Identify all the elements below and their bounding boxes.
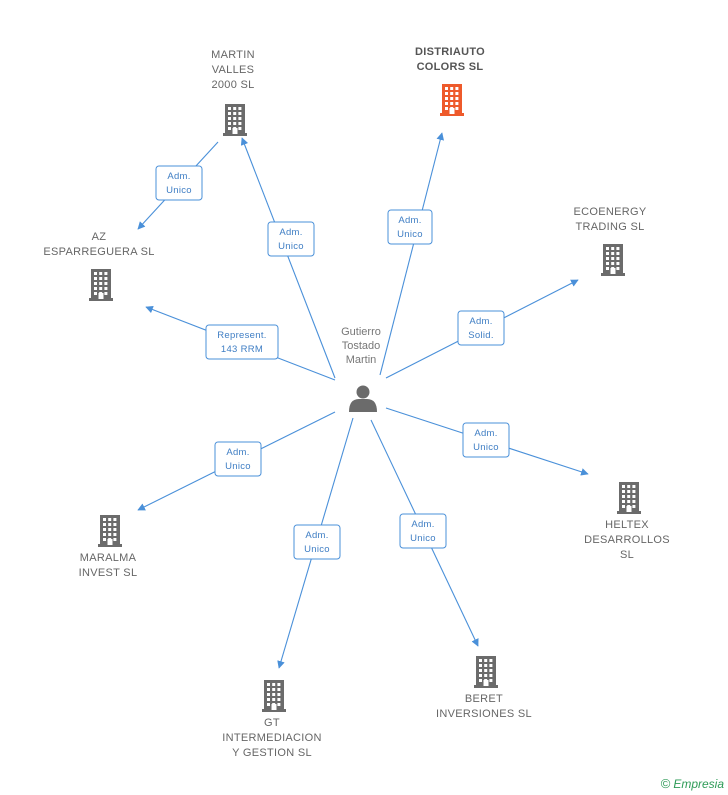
edge-martin-valles: Adm. Unico: [240, 137, 336, 379]
edge-line: [240, 137, 336, 379]
edge-az-esparreguera: Adm. Unico: [137, 141, 219, 230]
edges-layer: Adm.UnicoAdm.UnicoAdm.Solid.Represent.14…: [137, 132, 589, 669]
edge-label-text: Adm.: [398, 215, 421, 226]
copyright-icon: ©: [660, 776, 671, 791]
edge-label[interactable]: Adm. Unico: [155, 165, 203, 201]
edge-label-box: [387, 209, 433, 245]
edge-label-box: [155, 165, 203, 201]
edge-label-text: Unico: [278, 241, 304, 252]
company-name: AZ: [92, 231, 107, 243]
edge-label-text: Unico: [166, 185, 192, 196]
person-name: Tostado: [342, 340, 381, 352]
company-name: DESARROLLOS: [584, 534, 670, 546]
person-name: Martin: [346, 354, 377, 366]
edge-label[interactable]: Adm. Unico: [214, 441, 262, 477]
copyright-footer: ©Empresia: [661, 776, 724, 791]
edge-az-esparreguera: Represent. 143 RRM: [145, 305, 336, 381]
edge-label-box: [267, 221, 315, 257]
company-name: MARTIN: [211, 49, 255, 61]
edge-label-text: Adm.: [279, 227, 302, 238]
node-company-ecoenergy[interactable]: ECOENERGY TRADING SL: [574, 206, 647, 276]
building-icon: [601, 244, 625, 276]
edge-label-text: Adm.: [305, 530, 328, 541]
node-company-az-esparreguera[interactable]: AZ ESPARREGUERA SL: [43, 231, 154, 301]
company-name: SL: [620, 549, 634, 561]
company-name: INVEST SL: [79, 567, 138, 579]
edge-label[interactable]: Adm. Unico: [399, 513, 447, 549]
edge-label-box: [205, 324, 279, 360]
company-name: HELTEX: [605, 519, 649, 531]
brand-logo: Empresia: [673, 777, 724, 791]
edge-ecoenergy: Adm. Solid.: [385, 279, 579, 379]
edge-label-box: [214, 441, 262, 477]
edge-label-text: Adm.: [167, 171, 190, 182]
edge-label[interactable]: Adm. Unico: [462, 422, 510, 458]
edge-label[interactable]: Adm. Unico: [387, 209, 433, 245]
edge-beret: Adm. Unico: [370, 419, 479, 647]
edge-label-text: Adm.: [411, 519, 434, 530]
node-company-martin-valles[interactable]: MARTIN VALLES 2000 SL: [211, 49, 255, 136]
node-company-beret[interactable]: BERET INVERSIONES SL: [436, 656, 532, 720]
edge-label-box: [462, 422, 510, 458]
building-icon: [223, 104, 247, 136]
edge-distriauto: Adm. Unico: [379, 132, 445, 376]
company-name: MARALMA: [80, 552, 137, 564]
company-name: VALLES: [212, 64, 255, 76]
edge-label-text: Unico: [397, 229, 423, 240]
edge-label[interactable]: Represent. 143 RRM: [205, 324, 279, 360]
company-name: DISTRIAUTO: [415, 46, 485, 58]
building-icon: [89, 269, 113, 301]
company-name: BERET: [465, 693, 503, 705]
edge-label-box: [293, 524, 341, 560]
node-company-maralma[interactable]: MARALMA INVEST SL: [79, 515, 138, 579]
company-name: ESPARREGUERA SL: [43, 246, 154, 258]
edge-label-box: [399, 513, 447, 549]
edge-label-text: Adm.: [469, 316, 492, 327]
node-company-heltex[interactable]: HELTEX DESARROLLOS SL: [584, 482, 670, 561]
edge-label[interactable]: Adm. Solid.: [457, 310, 505, 346]
building-icon: [262, 680, 286, 712]
edge-label-text: Represent.: [217, 330, 266, 341]
building-icon: [617, 482, 641, 514]
company-name: INVERSIONES SL: [436, 708, 532, 720]
edge-label-text: Adm.: [474, 428, 497, 439]
company-name: TRADING SL: [575, 221, 644, 233]
node-company-distriauto[interactable]: DISTRIAUTO COLORS SL: [415, 46, 485, 116]
edge-label[interactable]: Adm. Unico: [267, 221, 315, 257]
building-icon: [98, 515, 122, 547]
building-icon: [440, 84, 464, 116]
edge-gt-intermediacion: Adm. Unico: [277, 417, 354, 669]
company-name: ECOENERGY: [574, 206, 647, 218]
edge-label-text: Solid.: [468, 330, 494, 341]
edge-heltex: Adm. Unico: [385, 407, 589, 476]
edge-label[interactable]: Adm. Unico: [293, 524, 341, 560]
edge-label-text: Unico: [304, 544, 330, 555]
edge-label-text: Adm.: [226, 447, 249, 458]
edge-label-text: Unico: [473, 442, 499, 453]
edge-label-text: Unico: [410, 533, 436, 544]
building-icon: [474, 656, 498, 688]
person-name: Gutierro: [341, 326, 381, 338]
edge-line: [379, 132, 445, 376]
edge-label-box: [457, 310, 505, 346]
edge-maralma: Adm. Unico: [137, 411, 336, 511]
edge-label-text: Unico: [225, 461, 251, 472]
company-name: 2000 SL: [211, 79, 254, 91]
edge-label-text: 143 RRM: [221, 344, 263, 355]
company-name: Y GESTION SL: [232, 747, 312, 759]
company-name: INTERMEDIACION: [222, 732, 322, 744]
company-name: COLORS SL: [417, 61, 484, 73]
company-name: GT: [264, 717, 280, 729]
node-company-gt-intermediacion[interactable]: GT INTERMEDIACION Y GESTION SL: [222, 680, 322, 759]
person-icon: [349, 385, 377, 412]
